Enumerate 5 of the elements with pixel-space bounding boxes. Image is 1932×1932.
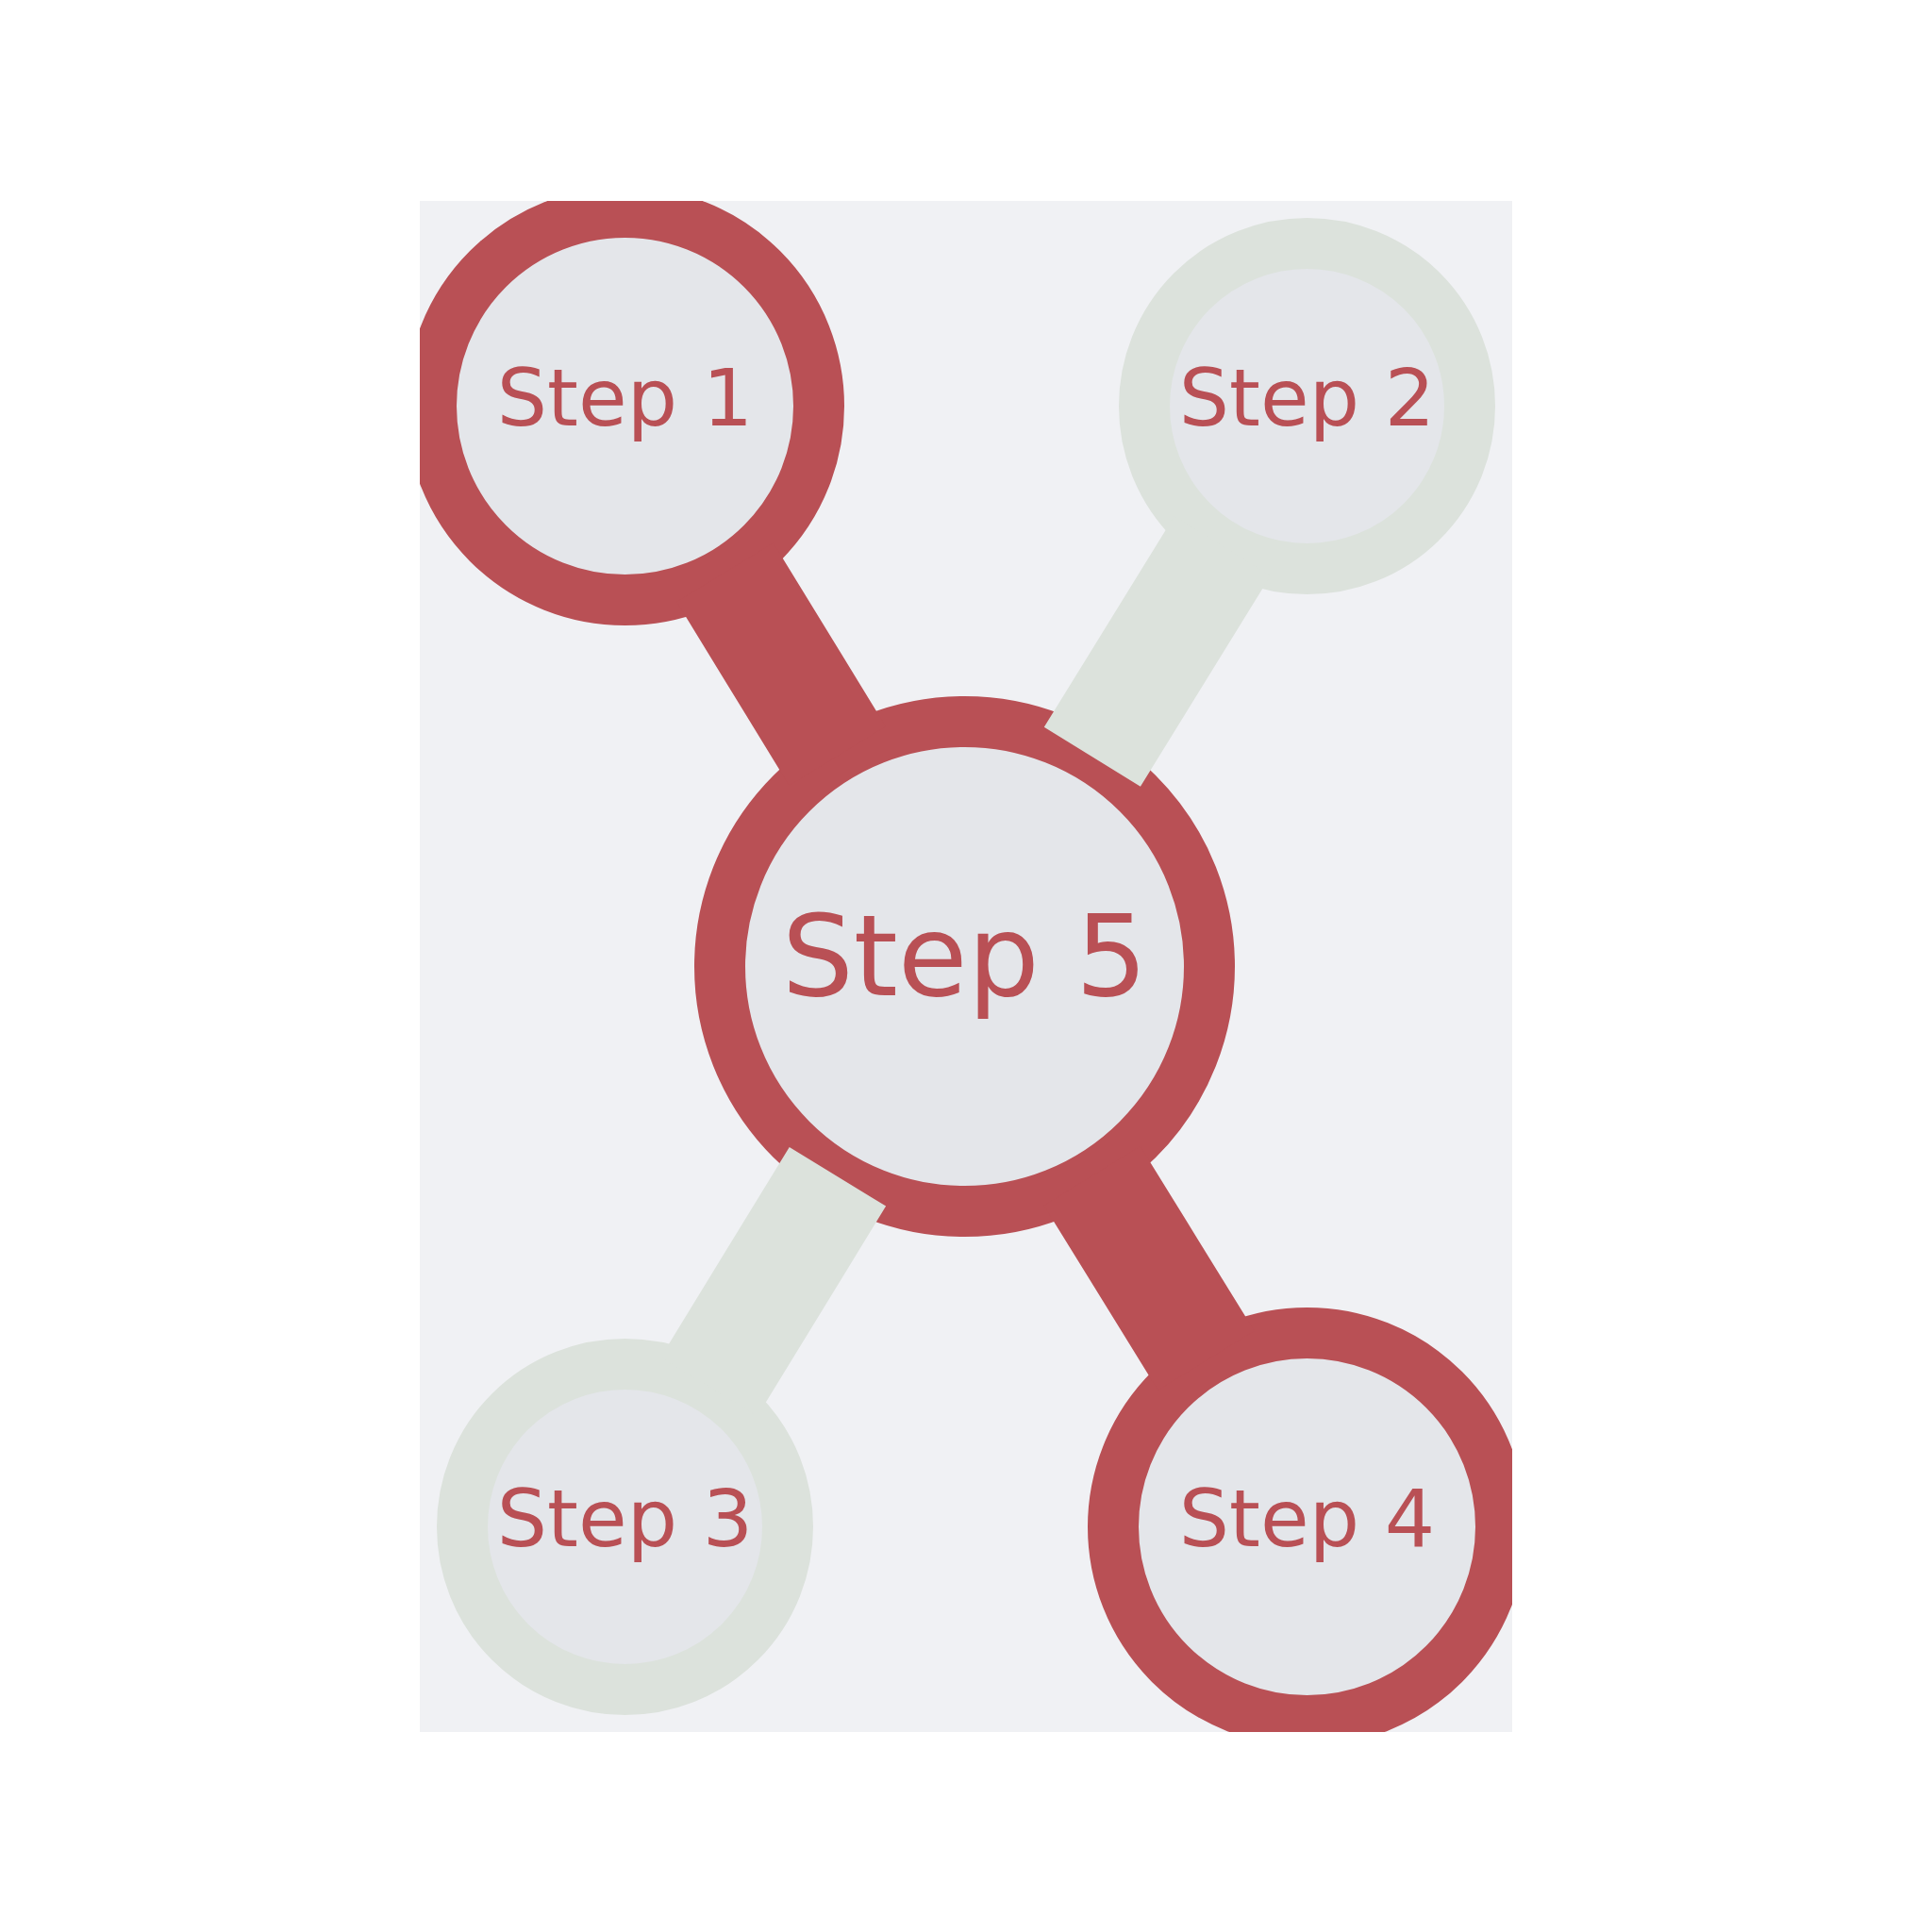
node-circle: Step 4 [1088,1307,1512,1732]
node-circle: Step 5 [694,695,1235,1237]
node-circle: Step 3 [437,1338,813,1715]
node-circle: Step 1 [420,200,844,625]
node-circle: Step 2 [1119,217,1495,594]
